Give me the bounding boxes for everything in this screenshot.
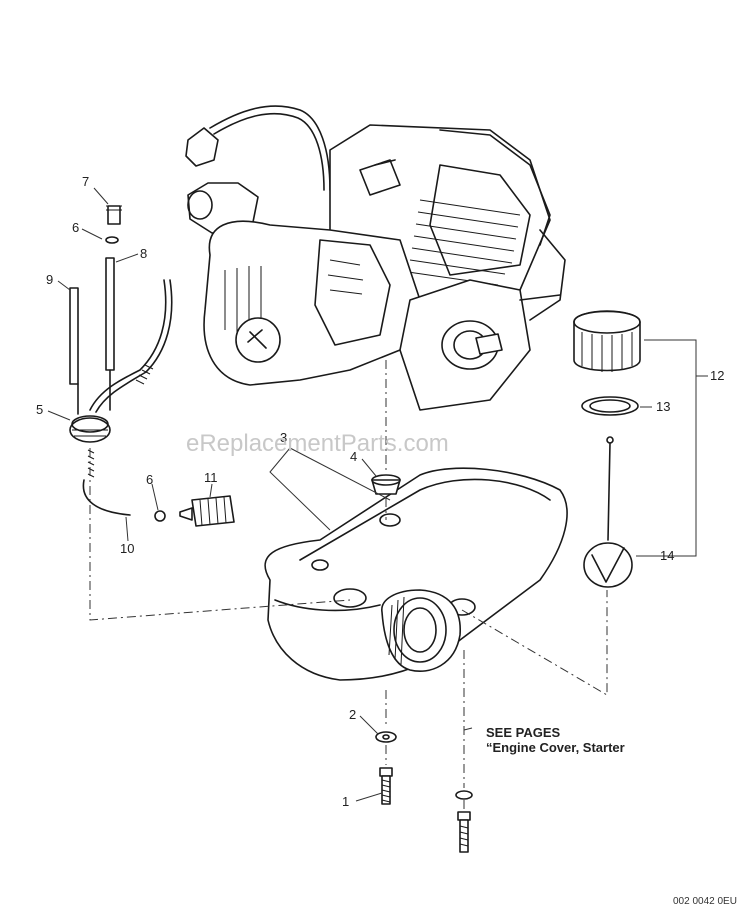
fuel-tank xyxy=(264,467,568,681)
callout-1: 1 xyxy=(342,794,349,809)
callout-11: 11 xyxy=(204,470,218,485)
vent-filter-14 xyxy=(583,542,633,588)
callout-10: 10 xyxy=(120,541,134,556)
callout-12: 12 xyxy=(710,368,724,383)
callout-6-top: 6 xyxy=(72,220,79,235)
fuel-lines xyxy=(69,205,235,527)
washer-2 xyxy=(375,731,397,743)
screw-lower xyxy=(457,811,471,821)
callout-5: 5 xyxy=(36,402,43,417)
callout-13: 13 xyxy=(656,399,670,414)
engine-assembly xyxy=(185,105,566,411)
callout-6-lower: 6 xyxy=(146,472,153,487)
see-pages-note: SEE PAGES “Engine Cover, Starter xyxy=(486,725,625,755)
washer-lower xyxy=(455,790,473,800)
fitting-7 xyxy=(107,205,121,225)
callout-3: 3 xyxy=(280,430,287,445)
callout-8: 8 xyxy=(140,246,147,261)
leader-lines xyxy=(47,187,708,802)
watermark: eReplacementParts.com xyxy=(186,430,449,457)
screw-1 xyxy=(379,767,393,777)
fuel-cap-12 xyxy=(573,310,641,372)
o-ring-6-lower xyxy=(154,510,166,522)
callout-4: 4 xyxy=(350,449,357,464)
grommet-4 xyxy=(371,479,401,495)
callout-9: 9 xyxy=(46,272,53,287)
drawing-code: 002 0042 0EU xyxy=(673,896,737,907)
filter-11 xyxy=(179,507,193,521)
o-ring-6-top xyxy=(105,236,119,244)
fuel-cap-group xyxy=(573,310,641,588)
callout-2: 2 xyxy=(349,707,356,722)
hose-9 xyxy=(69,287,79,385)
callout-labels: 7 6 8 9 5 3 4 6 11 10 12 13 14 2 1 xyxy=(36,174,724,809)
hose-8 xyxy=(105,257,115,371)
note-line-2: “Engine Cover, Starter xyxy=(486,740,625,755)
note-line-1: SEE PAGES xyxy=(486,725,561,740)
callout-7: 7 xyxy=(82,174,89,189)
assembly-lines xyxy=(89,360,608,810)
callout-14: 14 xyxy=(660,548,674,563)
hardware xyxy=(371,474,473,853)
